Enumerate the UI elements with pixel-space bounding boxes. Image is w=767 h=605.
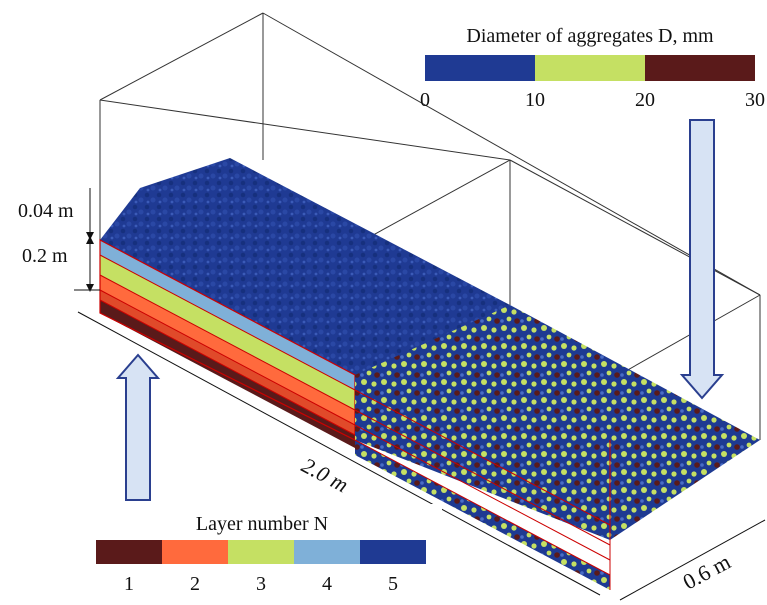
top-layer-dim-label: 0.04 m (18, 200, 74, 222)
layer-label-4: 4 (322, 573, 332, 595)
length-dim-label: 2.0 m (298, 452, 353, 497)
layer-label-2: 2 (190, 573, 200, 595)
diameter-swatch-0-10 (425, 55, 535, 81)
layer-swatch-3 (228, 540, 294, 564)
diameter-swatch-20-30 (645, 55, 755, 81)
width-dim-label: 0.6 m (679, 549, 735, 595)
diameter-tick-0: 0 (420, 89, 430, 111)
up-arrow (115, 353, 161, 501)
mixed-front-face (355, 440, 610, 590)
layer-swatch-1 (96, 540, 162, 564)
diameter-legend: Diameter of aggregates D, mm 0 10 20 30 (420, 25, 765, 111)
dimension-arrowheads (86, 232, 94, 292)
layer-height-dim-label: 0.2 m (22, 245, 68, 267)
diameter-tick-30: 30 (745, 89, 765, 111)
layer-swatch-5 (360, 540, 426, 564)
layer-label-3: 3 (256, 573, 266, 595)
layer-legend-title: Layer number N (196, 513, 328, 535)
diameter-tick-20: 20 (635, 89, 655, 111)
mixed-top-surface (355, 305, 760, 540)
layer-swatch-2 (162, 540, 228, 564)
layer-legend: Layer number N 1 2 3 4 5 (82, 504, 442, 600)
dimension-lines (74, 188, 766, 601)
layer-label-5: 5 (388, 573, 398, 595)
diameter-tick-10: 10 (525, 89, 545, 111)
layer-swatch-4 (294, 540, 360, 564)
diameter-swatch-10-20 (535, 55, 645, 81)
layered-front-face (99, 239, 356, 448)
diameter-legend-title: Diameter of aggregates D, mm (466, 25, 714, 47)
down-arrow (679, 119, 725, 400)
layer-label-1: 1 (124, 573, 134, 595)
mixed-layer-lines (354, 389, 611, 590)
